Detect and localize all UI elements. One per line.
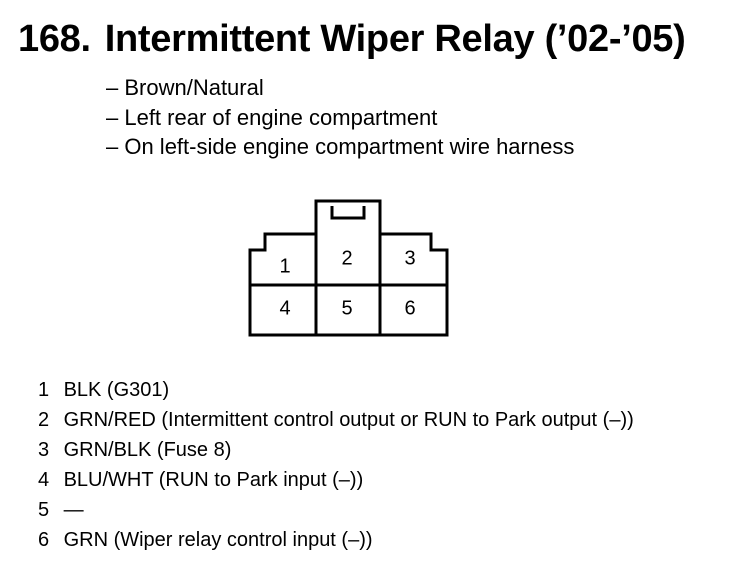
connector-latch [330,206,366,220]
pin-list: 1 BLK (G301) 2 GRN/RED (Intermittent con… [38,375,634,555]
component-title: Intermittent Wiper Relay (’02-’05) [104,18,686,60]
pin-number: 5 [38,499,50,521]
connector-pin-1: 1 [279,255,290,277]
info-harness: – On left-side engine compartment wire h… [106,134,575,159]
pin-row: 3 GRN/BLK (Fuse 8) [38,435,634,465]
pin-number: 3 [38,439,50,461]
pin-row: 4 BLU/WHT (RUN to Park input (–)) [38,465,634,495]
component-number: 168. [18,18,91,60]
pin-description: GRN (Wiper relay control input (–)) [63,529,373,551]
pin-description: BLU/WHT (RUN to Park input (–)) [63,469,364,491]
connector-pin-3: 3 [404,247,415,269]
pin-row: 6 GRN (Wiper relay control input (–)) [38,525,634,555]
pin-row: 1 BLK (G301) [38,375,634,405]
pin-number: 4 [38,469,50,491]
pin-description: GRN/BLK (Fuse 8) [63,439,232,461]
component-info: – Brown/Natural – Left rear of engine co… [106,73,574,162]
pin-number: 1 [38,379,50,401]
connector-pin-2: 2 [341,247,352,269]
pin-row: 2 GRN/RED (Intermittent control output o… [38,405,634,435]
connector-pin-4: 4 [279,297,290,319]
pin-number: 2 [38,409,50,431]
pin-description: BLK (G301) [63,379,170,401]
info-color: – Brown/Natural [106,75,264,100]
pin-number: 6 [38,529,50,551]
page-title: 168. Intermittent Wiper Relay (’02-’05) [18,18,686,61]
pin-row: 5 — [38,495,634,525]
pin-description: GRN/RED (Intermittent control output or … [63,409,634,431]
connector-pin-6: 6 [404,297,415,319]
connector-pin-5: 5 [341,297,352,319]
info-location: – Left rear of engine compartment [106,104,438,130]
pin-description: — [63,499,84,521]
